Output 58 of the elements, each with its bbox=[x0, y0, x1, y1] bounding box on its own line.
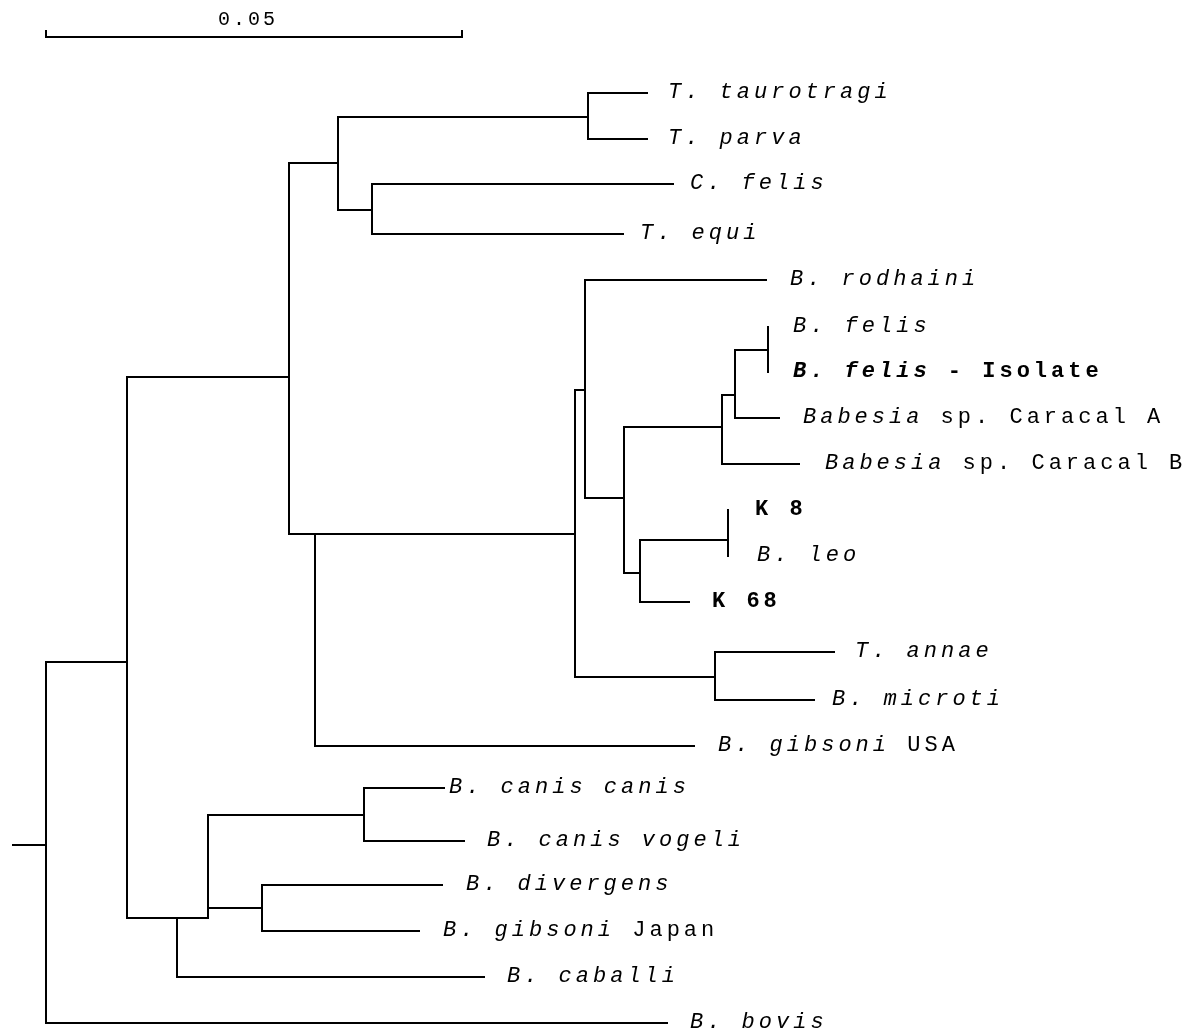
taxon-label: B. bovis bbox=[690, 1011, 828, 1035]
taxon-label: B. canis canis bbox=[449, 776, 690, 800]
taxon-label: B. gibsoni USA bbox=[718, 734, 959, 758]
taxon-label: B. felis bbox=[793, 315, 931, 339]
taxon-label: T. annae bbox=[855, 640, 993, 664]
tree-branch bbox=[177, 917, 209, 919]
tree-branch bbox=[715, 651, 836, 653]
tree-branch bbox=[640, 539, 729, 541]
tree-branch bbox=[208, 907, 263, 909]
tree-branch bbox=[715, 699, 816, 701]
tree-branch bbox=[588, 138, 649, 140]
tree-branch bbox=[315, 533, 576, 535]
taxon-label: Babesia sp. Caracal B bbox=[825, 452, 1187, 476]
tree-branch bbox=[585, 279, 768, 281]
tree-branch bbox=[315, 745, 696, 747]
taxon-label: B. rodhaini bbox=[790, 268, 980, 292]
tree-branch bbox=[575, 676, 716, 678]
tree-branch bbox=[372, 183, 675, 185]
tree-branch bbox=[640, 601, 691, 603]
taxon-label: T. equi bbox=[640, 222, 761, 246]
tree-branch bbox=[735, 417, 781, 419]
taxon-label: B. microti bbox=[832, 688, 1005, 712]
taxon-label: C. felis bbox=[690, 172, 828, 196]
tree-branch bbox=[338, 209, 373, 211]
taxon-label: B. leo bbox=[757, 544, 861, 568]
taxon-label: B. divergens bbox=[466, 873, 673, 897]
scale-label: 0.05 bbox=[218, 10, 278, 30]
tree-branch bbox=[289, 162, 339, 164]
tree-branch bbox=[372, 233, 625, 235]
tree-branch bbox=[364, 840, 466, 842]
tree-branch bbox=[624, 426, 723, 428]
tree-branch bbox=[262, 930, 421, 932]
tree-branch bbox=[588, 92, 649, 94]
tree-branch bbox=[338, 116, 589, 118]
taxon-label: B. felis - Isolate bbox=[793, 360, 1103, 384]
tree-branch bbox=[46, 1022, 669, 1024]
tree-branch bbox=[46, 661, 128, 663]
tree-branch bbox=[364, 787, 446, 789]
tree-branch bbox=[127, 917, 178, 919]
taxon-label: B. canis vogeli bbox=[487, 829, 746, 853]
taxon-label: K 8 bbox=[755, 498, 807, 522]
tree-branch bbox=[177, 976, 486, 978]
taxon-label: B. gibsoni Japan bbox=[443, 919, 719, 943]
tree-branch bbox=[735, 349, 769, 351]
tree-branch bbox=[127, 376, 290, 378]
tree-branch bbox=[262, 884, 444, 886]
tree-branch bbox=[11, 844, 46, 846]
taxon-label: T. taurotragi bbox=[668, 81, 892, 105]
tree-branch bbox=[624, 572, 641, 574]
tree-branch bbox=[585, 497, 625, 499]
tree-branch bbox=[722, 463, 801, 465]
taxon-label: K 68 bbox=[712, 590, 781, 614]
tree-branch bbox=[208, 814, 365, 816]
taxon-label: Babesia sp. Caracal A bbox=[803, 406, 1165, 430]
taxon-label: B. caballi bbox=[507, 965, 680, 989]
taxon-label: T. parva bbox=[668, 127, 806, 151]
tree-branch bbox=[289, 533, 316, 535]
tree-branch bbox=[722, 394, 736, 396]
